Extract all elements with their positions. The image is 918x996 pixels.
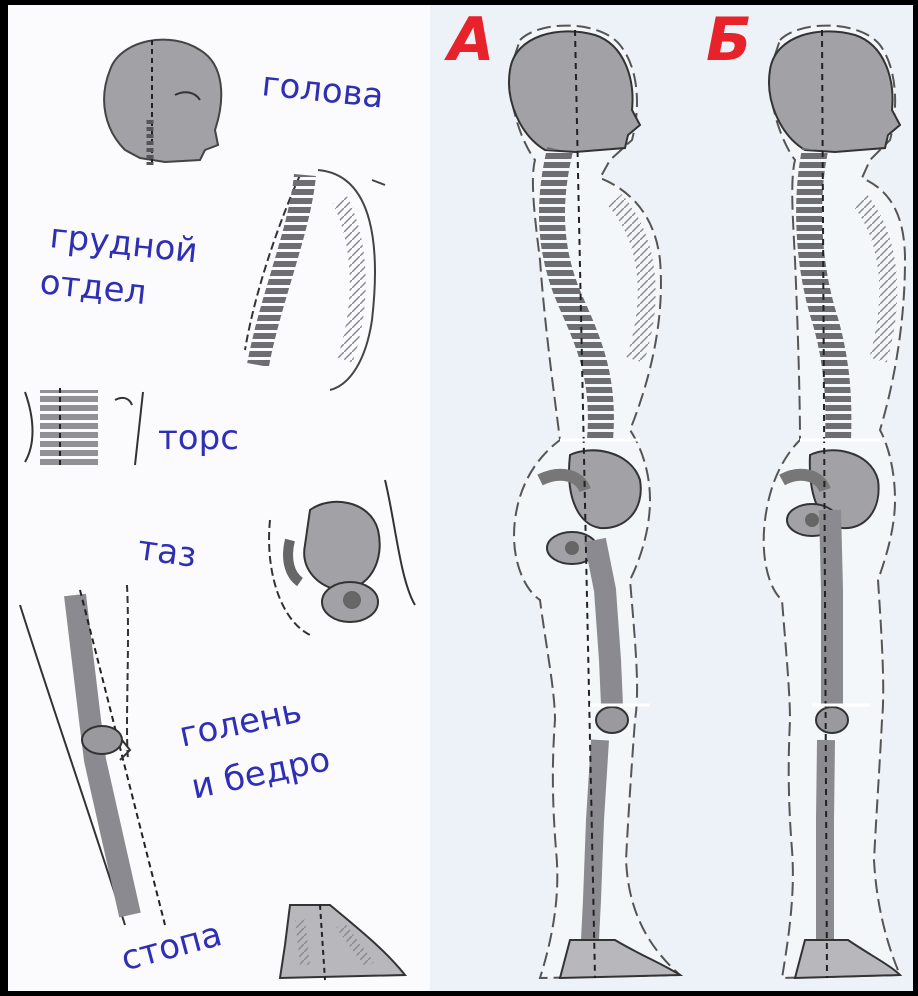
- pelvis-detail-illustration: [269, 480, 415, 635]
- label-torso: торс: [158, 420, 239, 456]
- figure-b-skeleton: [764, 26, 905, 978]
- variant-a-label: А: [448, 10, 494, 70]
- variant-b-label: Б: [706, 10, 752, 70]
- figure-a-skeleton: [509, 26, 680, 978]
- foot-detail-illustration: [280, 905, 405, 980]
- thoracic-detail-illustration: [245, 170, 385, 390]
- label-pelvis: таз: [135, 530, 198, 574]
- head-detail-illustration: [104, 40, 221, 165]
- leg-detail-illustration: [20, 585, 165, 925]
- torso-detail-illustration: [25, 388, 143, 468]
